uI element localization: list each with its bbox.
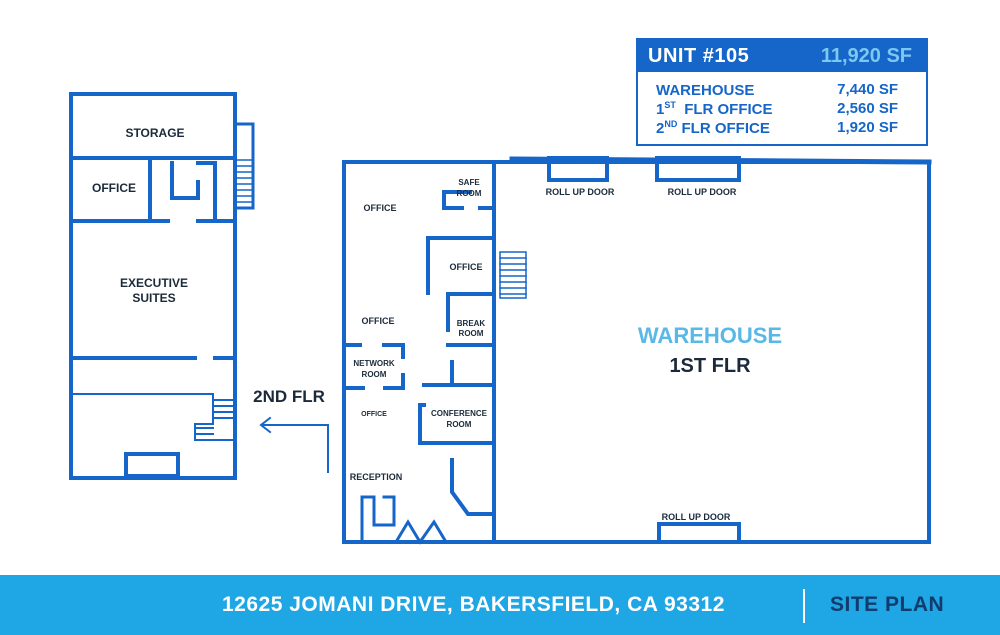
- executive-suites-label-line2: SUITES: [132, 291, 175, 305]
- office-label-2nd: OFFICE: [92, 181, 136, 195]
- safe-room-label-line1: SAFE: [458, 178, 480, 187]
- area-row-label: WAREHOUSE: [656, 81, 755, 99]
- storage-label: STORAGE: [125, 126, 184, 140]
- area-row-label: 1ST FLR OFFICE: [656, 99, 773, 118]
- unit-title: UNIT #105: [648, 44, 750, 67]
- second-floor-arrow: [259, 416, 329, 473]
- unit-summary-header: UNIT #105 11,920 SF: [638, 40, 926, 72]
- unit-total-area: 11,920 SF: [820, 44, 912, 67]
- site-plan-title: SITE PLAN: [830, 593, 945, 616]
- second-floor-stairs: [236, 159, 252, 203]
- area-row-label: 2ND FLR OFFICE: [656, 118, 770, 137]
- office-label-mid: OFFICE: [450, 262, 483, 272]
- first-floor-walls: [342, 156, 932, 545]
- second-floor-walls: [69, 92, 255, 480]
- second-floor-lower-stairs: [194, 393, 236, 441]
- network-room-label-line2: ROOM: [362, 370, 387, 379]
- office-label-top: OFFICE: [364, 203, 397, 213]
- area-row-second-floor-office: 2ND FLR OFFICE 1,920 SF: [656, 118, 926, 137]
- unit-summary-box: UNIT #105 11,920 SF WAREHOUSE 7,440 SF 1…: [636, 38, 928, 146]
- first-floor-stairs: [499, 251, 527, 299]
- roll-up-door-2: [655, 156, 741, 182]
- conference-room-label-line2: ROOM: [447, 420, 472, 429]
- area-row-first-floor-office: 1ST FLR OFFICE 2,560 SF: [656, 99, 926, 118]
- break-room-label-line1: BREAK: [457, 319, 486, 328]
- roll-up-door-label-3: ROLL UP DOOR: [662, 512, 731, 522]
- roll-up-door-label-2: ROLL UP DOOR: [668, 187, 737, 197]
- office-label-small: OFFICE: [361, 411, 387, 418]
- unit-area-breakdown: WAREHOUSE 7,440 SF 1ST FLR OFFICE 2,560 …: [638, 72, 926, 137]
- area-row-value: 1,920 SF: [837, 119, 898, 136]
- conference-room-label-line1: CONFERENCE: [431, 409, 488, 418]
- area-row-value: 7,440 SF: [837, 81, 898, 98]
- footer-divider: [803, 589, 805, 623]
- office-label-left: OFFICE: [362, 316, 395, 326]
- roll-up-door-1: [547, 156, 609, 182]
- area-row-value: 2,560 SF: [837, 100, 898, 117]
- warehouse-label: WAREHOUSE: [638, 323, 782, 348]
- first-floor-label: 1ST FLR: [669, 355, 751, 377]
- break-room-label-line2: ROOM: [459, 329, 484, 338]
- site-plan-drawing: STORAGE OFFICE EXECUTIVE SUITES 2ND FLR …: [69, 92, 932, 545]
- executive-suites-label-line1: EXECUTIVE: [120, 276, 188, 290]
- network-room-label-line1: NETWORK: [353, 359, 395, 368]
- reception-label: RECEPTION: [350, 472, 403, 482]
- footer-bar: 12625 JOMANI DRIVE, BAKERSFIELD, CA 9331…: [0, 575, 1000, 635]
- property-address: 12625 JOMANI DRIVE, BAKERSFIELD, CA 9331…: [222, 593, 725, 616]
- roll-up-door-3: [657, 522, 741, 544]
- roll-up-door-label-1: ROLL UP DOOR: [546, 187, 615, 197]
- area-row-warehouse: WAREHOUSE 7,440 SF: [656, 80, 926, 99]
- second-floor-arrow-label: 2ND FLR: [253, 387, 325, 406]
- safe-room-label-line2: ROOM: [457, 189, 482, 198]
